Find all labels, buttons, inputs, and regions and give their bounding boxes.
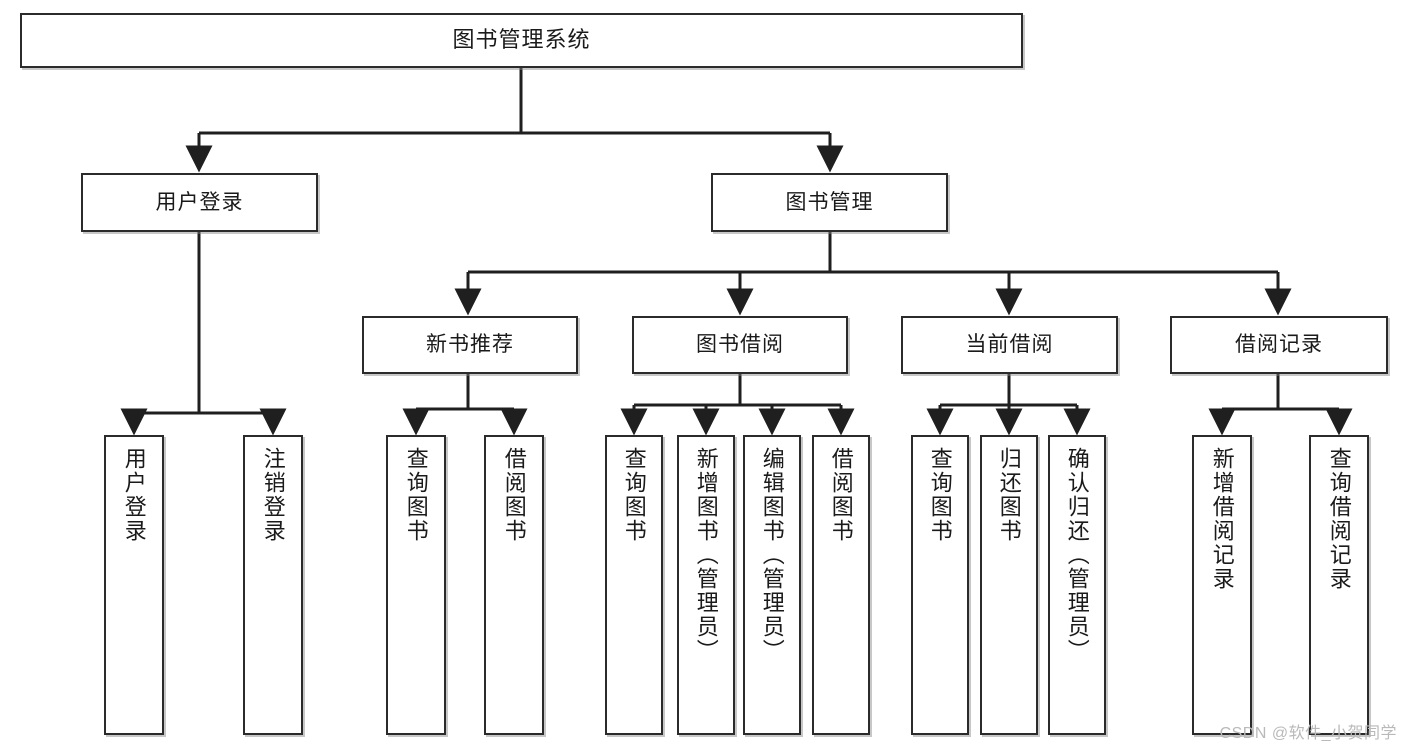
- node-leaf-query-book-3[interactable]: 查询图书: [911, 435, 969, 735]
- node-label: 图书管理: [785, 190, 874, 214]
- node-leaf-add-book[interactable]: 新增图书（管理员）: [677, 435, 735, 735]
- node-label: 当前借阅: [965, 333, 1054, 357]
- node-label: 注销登录: [260, 447, 286, 543]
- node-leaf-confirm-return[interactable]: 确认归还（管理员）: [1048, 435, 1106, 735]
- node-label: 新书推荐: [426, 333, 514, 357]
- node-current-borrow[interactable]: 当前借阅: [901, 316, 1118, 374]
- node-label: 查询借阅记录: [1326, 447, 1352, 591]
- node-label: 图书管理系统: [452, 27, 591, 53]
- node-label: 新增图书（管理员）: [693, 447, 719, 663]
- node-leaf-logout-login[interactable]: 注销登录: [243, 435, 303, 735]
- watermark-text: CSDN @软件_小贺同学: [1219, 725, 1397, 742]
- node-label: 新增借阅记录: [1209, 447, 1235, 591]
- node-book-management[interactable]: 图书管理: [711, 173, 948, 232]
- node-label: 用户登录: [121, 447, 147, 543]
- node-leaf-return-book[interactable]: 归还图书: [980, 435, 1038, 735]
- node-label: 用户登录: [155, 190, 244, 214]
- node-label: 确认归还（管理员）: [1064, 447, 1090, 663]
- node-label: 查询图书: [927, 447, 953, 543]
- node-label: 图书借阅: [696, 333, 784, 357]
- node-root-book-management-system[interactable]: 图书管理系统: [20, 13, 1023, 68]
- node-label: 编辑图书（管理员）: [759, 447, 785, 663]
- node-leaf-query-record[interactable]: 查询借阅记录: [1309, 435, 1369, 735]
- node-leaf-query-book-1[interactable]: 查询图书: [386, 435, 446, 735]
- node-leaf-user-login[interactable]: 用户登录: [104, 435, 164, 735]
- node-book-borrow[interactable]: 图书借阅: [632, 316, 848, 374]
- node-label: 查询图书: [621, 447, 647, 543]
- node-new-book-recommend[interactable]: 新书推荐: [362, 316, 578, 374]
- node-label: 借阅图书: [501, 447, 527, 543]
- node-leaf-borrow-book-1[interactable]: 借阅图书: [484, 435, 544, 735]
- node-borrow-record[interactable]: 借阅记录: [1170, 316, 1388, 374]
- node-label: 查询图书: [403, 447, 429, 543]
- node-user-login[interactable]: 用户登录: [81, 173, 318, 232]
- node-label: 归还图书: [996, 447, 1022, 543]
- node-leaf-add-record[interactable]: 新增借阅记录: [1192, 435, 1252, 735]
- node-leaf-query-book-2[interactable]: 查询图书: [605, 435, 663, 735]
- node-label: 借阅记录: [1235, 333, 1323, 357]
- node-leaf-borrow-book-2[interactable]: 借阅图书: [812, 435, 870, 735]
- node-label: 借阅图书: [828, 447, 854, 543]
- node-leaf-edit-book[interactable]: 编辑图书（管理员）: [743, 435, 801, 735]
